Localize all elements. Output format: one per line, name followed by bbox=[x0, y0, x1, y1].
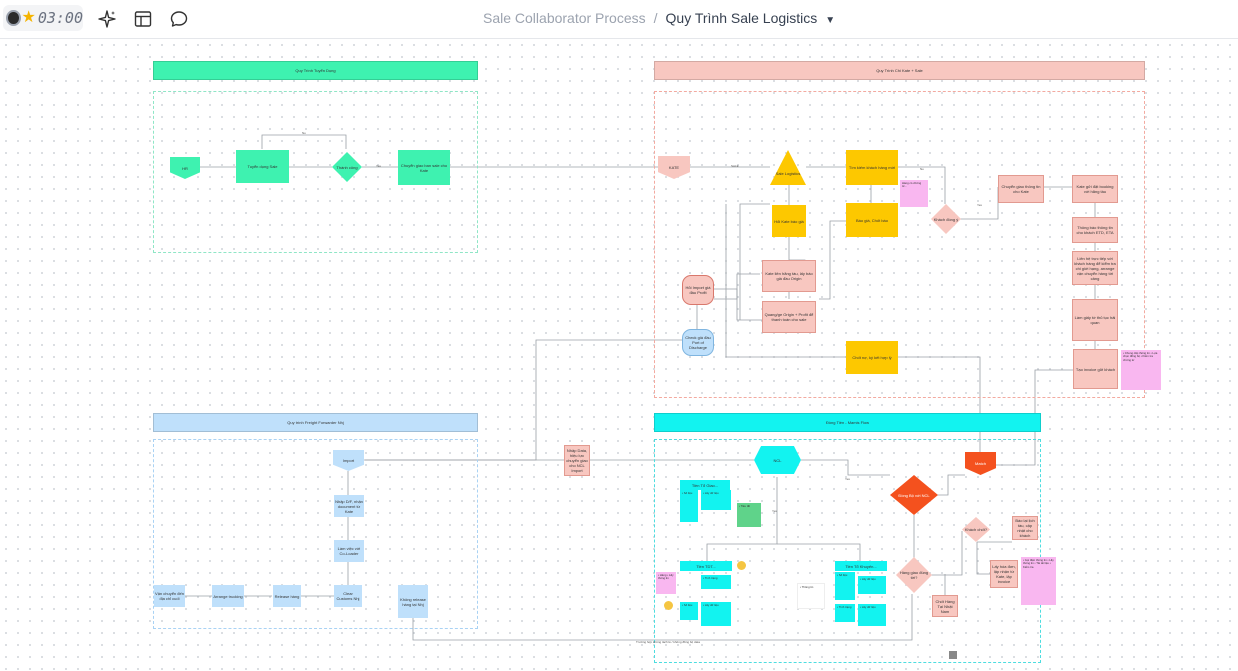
header-recruit[interactable]: Quy Trình Tuyển Dụng bbox=[153, 61, 478, 80]
header-sale[interactable]: Quy Trình Chi Kate + Sale bbox=[654, 61, 1145, 80]
note-pink-bottom-right[interactable]: • Gọi điện thông tin • Lấy thông tin • T… bbox=[1021, 557, 1056, 605]
node-customs[interactable]: Clear Customs Nhj bbox=[334, 585, 362, 607]
node-deal-info[interactable]: Báo lại lịch tàu, cập nhật cho khách bbox=[1012, 516, 1038, 540]
node-confirm-pay[interactable]: Chốt nợ, ký kết hợp lý bbox=[846, 341, 898, 374]
edge-label-bottom: Trường hợp không tách lẻ / không đồng bộ… bbox=[636, 640, 700, 644]
star-icon: ★ bbox=[21, 9, 36, 26]
emoji-sticker-1 bbox=[737, 561, 746, 570]
note-blue-9[interactable]: • Lấy dữ liệu bbox=[858, 604, 886, 626]
node-arrange[interactable]: Arrange trucking bbox=[212, 585, 244, 607]
header-freight[interactable]: Quy trình Freight Forwarder Nhj bbox=[153, 413, 478, 432]
note-blue-5[interactable]: • Lấy dữ liệu bbox=[701, 602, 731, 626]
node-quote[interactable]: Báo giá, Chốt báo bbox=[846, 203, 898, 237]
group-sale bbox=[654, 91, 1145, 398]
edge-label-sale: SALE bbox=[731, 164, 739, 168]
top-toolbar: ★ 03:00 Sale Collaborator Process / Quy Tr… bbox=[0, 0, 1238, 39]
node-find-customer[interactable]: Tìm kiếm khách hàng mới bbox=[846, 150, 898, 185]
comment-icon[interactable] bbox=[169, 9, 189, 29]
node-get-invoice[interactable]: Lấy hóa đơn, lập nhận từ Kate, lập invoi… bbox=[990, 560, 1018, 588]
node-release[interactable]: Release hàng bbox=[273, 585, 301, 607]
edge-label-no-2: No bbox=[920, 167, 924, 171]
note-pink-right[interactable]: • Chung cấp thông tin • Lựa chọn đồng bộ… bbox=[1121, 350, 1161, 390]
note-pink-bottom-left[interactable]: • Hàng • Lấy thông tin bbox=[656, 572, 676, 594]
node-hr[interactable]: HR bbox=[170, 157, 200, 179]
node-docs-followup[interactable]: Liên hệ trực tiếp với khách hàng để kiểm… bbox=[1072, 251, 1118, 285]
node-transfer-profile[interactable]: Chuyển giao ban sale cho Kate bbox=[398, 150, 450, 185]
node-check-port[interactable]: Check giá đầu Port of Discharge bbox=[682, 329, 714, 356]
node-tdt-right[interactable]: Tiền Tổ Khuyến... bbox=[835, 561, 887, 571]
node-coloader[interactable]: Làm việc với Co-Loader bbox=[334, 540, 364, 562]
breadcrumb-parent[interactable]: Sale Collaborator Process bbox=[483, 10, 646, 26]
header-data[interactable]: Đồng Tiền - Mamis Flow bbox=[654, 413, 1041, 432]
qr-icon bbox=[949, 651, 957, 659]
node-ask-price[interactable]: Hỏi Kate báo giá bbox=[772, 205, 806, 237]
edge-label-yes-3: Yes bbox=[845, 477, 850, 481]
note-green[interactable]: • Tiêu đề bbox=[737, 503, 761, 527]
timer-widget[interactable]: ★ 03:00 bbox=[3, 5, 83, 31]
note-blue-1[interactable]: • Số liệu bbox=[680, 490, 698, 522]
node-import-ask[interactable]: Hỏi Import giá đầu Profit bbox=[682, 275, 714, 305]
edge-label-yes-2: Yes bbox=[977, 203, 982, 207]
note-pink-top[interactable]: Hàng có chứng từ... bbox=[900, 180, 928, 207]
node-not-release[interactable]: Không release hàng tại Nhj bbox=[398, 585, 428, 618]
node-ncl[interactable]: NCL bbox=[754, 446, 801, 474]
node-match[interactable]: Match bbox=[965, 452, 996, 475]
note-blank[interactable]: • Thông tin bbox=[797, 583, 825, 609]
chevron-down-icon[interactable]: ▼ bbox=[825, 15, 836, 26]
note-blue-7[interactable]: • Lấy dữ liệu bbox=[858, 576, 886, 594]
node-transfer-data[interactable]: Nhập Data, hiệu lực chuyển giao cho NCL … bbox=[564, 445, 590, 476]
group-freight bbox=[153, 439, 478, 629]
timer-display: 03:00 bbox=[37, 9, 83, 27]
node-kate-check[interactable]: Kate liên hãng tàu, lấy báo giá đầu Orig… bbox=[762, 260, 816, 292]
note-blue-3[interactable]: • Tình trạng bbox=[701, 575, 731, 589]
node-transfer-booking[interactable]: Chuyển giao thông tin cho Kate bbox=[998, 175, 1044, 203]
node-import[interactable]: Import bbox=[333, 450, 364, 471]
layout-icon[interactable] bbox=[133, 9, 153, 29]
edge-label-yes-4: Yes bbox=[772, 509, 777, 513]
note-blue-4[interactable]: • Số liệu bbox=[680, 602, 698, 620]
note-blue-2[interactable]: • Lấy dữ liệu bbox=[701, 490, 731, 510]
node-report[interactable]: Chốt Hàng Tại Nhật Nam bbox=[932, 595, 958, 617]
node-contact-origin[interactable]: Quang/ge Origin + Profit để thanh toán c… bbox=[762, 301, 816, 333]
whiteboard-canvas[interactable]: Quy Trình Tuyển Dụng Quy Trình Chi Kate … bbox=[0, 39, 1238, 671]
node-kate[interactable]: KATE bbox=[658, 156, 690, 179]
node-deliver[interactable]: Vận chuyển đến địa chỉ cuối bbox=[154, 585, 185, 607]
node-take-data[interactable]: Nhập D/F, nhận document từ Kate bbox=[334, 495, 364, 517]
edge-label-no: No bbox=[302, 131, 306, 135]
note-blue-8[interactable]: • Tình trạng bbox=[835, 604, 855, 622]
node-recruit-sale[interactable]: Tuyển dụng Sale bbox=[236, 150, 289, 183]
emoji-sticker-2 bbox=[664, 601, 673, 610]
node-invoice[interactable]: Tạo invoice gửi khách bbox=[1073, 349, 1118, 389]
breadcrumb-current[interactable]: Quy Trình Sale Logistics bbox=[665, 10, 818, 26]
breadcrumb-separator: / bbox=[653, 10, 658, 26]
sparkle-icon[interactable] bbox=[97, 9, 117, 29]
node-tdt-top[interactable]: Tiền Tổ Giao... bbox=[680, 480, 730, 490]
record-icon bbox=[6, 10, 21, 26]
node-tdt-left[interactable]: Tiền TDT... bbox=[680, 561, 732, 571]
edge-label-yes: Yes bbox=[376, 164, 381, 168]
breadcrumb: Sale Collaborator Process / Quy Trình Sale… bbox=[483, 10, 835, 26]
node-handle-clearance[interactable]: Làm giấy tờ thủ tục hải quan bbox=[1072, 299, 1118, 341]
node-kate-booking[interactable]: Kate gửi đặt booking với hãng tàu bbox=[1072, 175, 1118, 203]
group-data bbox=[654, 439, 1041, 663]
note-blue-6[interactable]: • Số liệu bbox=[835, 572, 855, 600]
group-recruit bbox=[153, 91, 478, 253]
node-shipping-info[interactable]: Thông báo thông tin cho khách ETD, ETA bbox=[1072, 217, 1118, 243]
